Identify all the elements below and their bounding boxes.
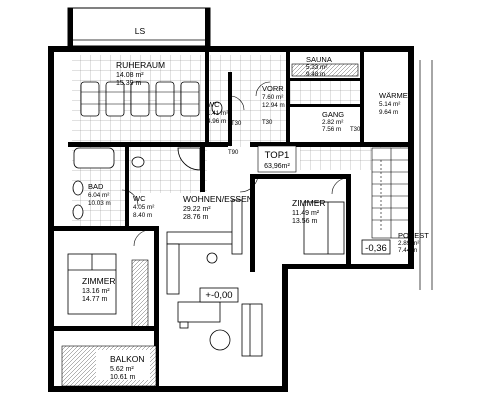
room-zimmer-left: ZIMMER 13.16 m² 14.77 m [82, 276, 116, 303]
svg-text:TOP1: TOP1 [265, 150, 290, 161]
room-area: 5.62 m² [110, 366, 134, 373]
room-name: RUHERAUM [116, 60, 165, 70]
kitchen-counter [166, 199, 243, 295]
room-podest: PODEST 2.89 m² 7.44 m [398, 231, 429, 254]
room-name: PODEST [398, 231, 429, 240]
top-strip: LS [67, 7, 211, 47]
room-ruheraum: RUHERAUM 14.08 m² 15.39 m [116, 60, 165, 87]
room-bad: BAD 6.04 m² 10.03 m [88, 182, 111, 207]
room-sauna: SAUNA 5.33 m² 9.48 m [306, 55, 332, 78]
room-name: ZIMMER [292, 198, 326, 208]
room-perimeter: 14.77 m [82, 296, 107, 303]
room-area: 13.16 m² [82, 288, 110, 295]
room-zimmer-right: ZIMMER 11.49 m² 13.56 m [292, 198, 326, 225]
room-area: 11.49 m² [292, 210, 320, 217]
room-balkon: BALKON 5.62 m² 10.61 m [110, 354, 145, 381]
balcony [61, 345, 157, 387]
room-perimeter: 4.96 m [207, 118, 226, 125]
dining-table [177, 301, 221, 329]
room-perimeter: 15.39 m [116, 80, 141, 87]
room-wc: WC 4.05 m² 8.40 m [133, 194, 154, 219]
room-perimeter: 10.61 m [110, 374, 135, 381]
room-area: 5.14 m² [379, 101, 400, 108]
room-perimeter: 28.76 m [183, 214, 208, 221]
lounger-group [80, 81, 200, 117]
room-perimeter: 12.94 m [262, 102, 285, 109]
room-name: SAUNA [306, 55, 332, 64]
bed-right [303, 201, 345, 255]
room-vorr: VORR 7.60 m² 12.94 m [262, 84, 285, 109]
room-area: 2.82 m² [322, 119, 343, 126]
room-perimeter: 13.56 m [292, 218, 317, 225]
door-tag: T30 [350, 127, 361, 133]
door-tag: T90 [228, 150, 239, 156]
room-perimeter: 7.56 m [322, 126, 341, 133]
bathroom-fixtures [72, 101, 223, 220]
room-waermev: WÄRMEV. 5.14 m² 9.64 m [379, 91, 414, 116]
room-wohnen: WOHNEN/ESSEN 29.22 m² 28.76 m [183, 194, 253, 221]
room-name: ZIMMER [82, 276, 116, 286]
room-perimeter: 9.64 m [379, 109, 398, 116]
room-area: 29.22 m² [183, 206, 211, 213]
svg-text:-0,36: -0,36 [365, 243, 387, 254]
svg-text:+-0,00: +-0,00 [205, 290, 232, 301]
room-wc-small: WC 1.41 m² 4.96 m [207, 100, 228, 125]
walls [48, 46, 414, 392]
wardrobe-left [131, 259, 149, 331]
bed-left [67, 253, 117, 315]
room-name: WÄRMEV. [379, 91, 414, 100]
room-name: BALKON [110, 354, 145, 364]
room-name: VORR [262, 84, 284, 93]
level-marker-main: +-0,00 [199, 287, 239, 303]
sauna-bench [291, 63, 359, 77]
sofa [209, 303, 263, 357]
room-gang: GANG 2.82 m² 7.56 m [322, 110, 344, 133]
room-area: 5.33 m² [306, 64, 327, 71]
room-name: BAD [88, 182, 104, 191]
room-perimeter: 8.40 m [133, 212, 152, 219]
room-perimeter: 7.44 m [398, 247, 417, 254]
room-area: 7.60 m² [262, 94, 283, 101]
room-name: WC [133, 194, 146, 203]
room-perimeter: 10.03 m [88, 200, 111, 207]
door-tag: T30 [262, 120, 273, 126]
room-area: 4.05 m² [133, 204, 154, 211]
staircase [371, 147, 411, 239]
room-area: 14.08 m² [116, 72, 144, 79]
level-marker-stair: -0,36 [361, 239, 391, 255]
room-perimeter: 9.48 m [306, 71, 325, 78]
svg-text:63,96m²: 63,96m² [264, 163, 290, 170]
door-tag: T30 [231, 121, 242, 127]
room-area: 6.04 m² [88, 192, 109, 199]
room-area: 2.89 m² [398, 240, 419, 247]
room-area: 1.41 m² [207, 110, 228, 117]
door-tag-group: T30 T30 T90 T30 [228, 120, 361, 156]
top-strip-label: LS [135, 26, 146, 36]
room-name: WC [207, 100, 220, 109]
room-name: GANG [322, 110, 344, 119]
unit-label: TOP1 63,96m² [257, 145, 297, 173]
room-name: WOHNEN/ESSEN [183, 194, 253, 204]
